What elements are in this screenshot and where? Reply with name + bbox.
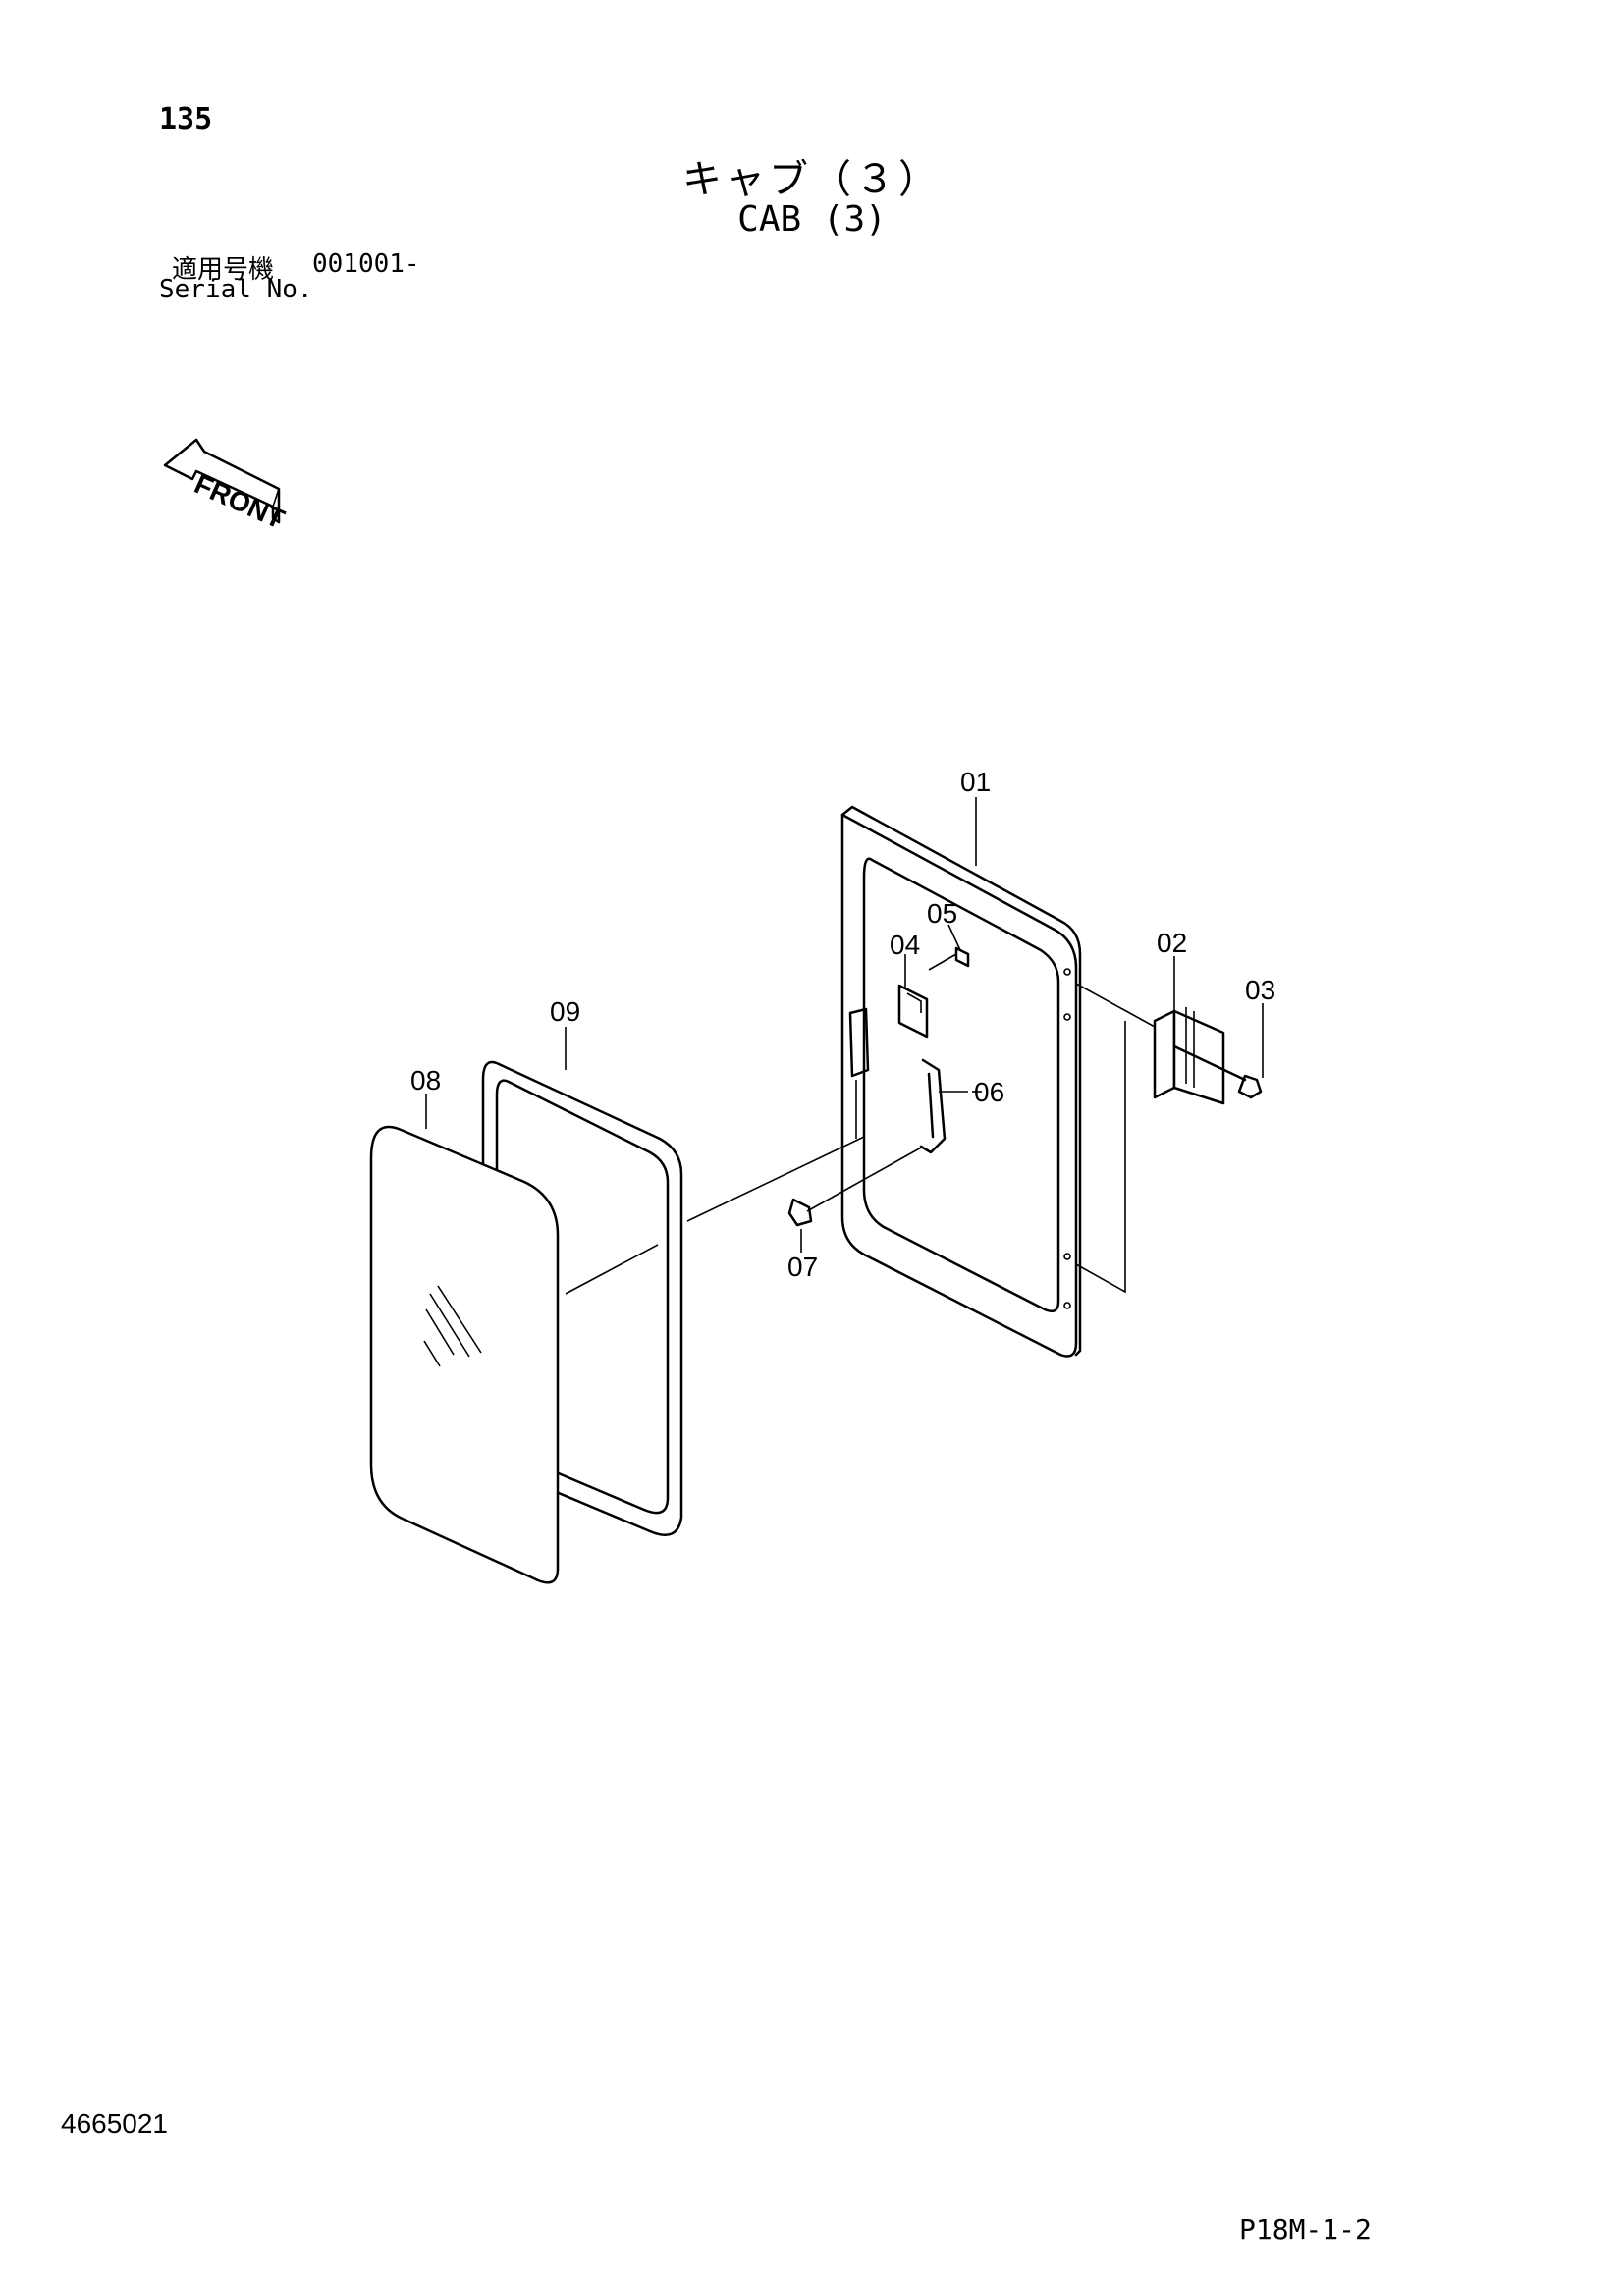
door-handle <box>919 1058 947 1154</box>
serial-label-english: Serial No. <box>159 275 313 304</box>
front-arrow-icon: FRONT <box>163 438 290 535</box>
sheet-reference: P18M-1-2 <box>1239 2214 1372 2246</box>
door-lock <box>897 984 929 1039</box>
serial-range: 001001- <box>312 249 420 279</box>
document-code: 4665021 <box>61 2109 169 2139</box>
lock-screw <box>928 946 970 971</box>
serial-label-japanese: 適用号機 <box>172 255 275 285</box>
part-label-01: 01 <box>960 767 991 797</box>
part-label-09: 09 <box>550 996 580 1027</box>
door-hinge <box>1153 1007 1225 1105</box>
part-label-03: 03 <box>1245 975 1275 1005</box>
window-glass <box>369 1125 560 1584</box>
hinge-bolt <box>1172 1044 1263 1099</box>
page-title-english: CAB (3) <box>737 199 887 240</box>
part-label-04: 04 <box>890 930 920 960</box>
part-label-07: 07 <box>787 1252 818 1282</box>
door-frame <box>840 805 1082 1358</box>
part-leader-lines <box>425 797 1264 1253</box>
part-label-02: 02 <box>1157 928 1187 958</box>
glass-weatherstrip <box>481 1060 683 1536</box>
page-title-japanese: キャブ（３） <box>682 157 942 202</box>
front-arrow-label: FRONT <box>190 468 290 535</box>
handle-screw <box>787 1146 924 1227</box>
page-number: 135 <box>159 102 213 136</box>
part-label-05: 05 <box>927 898 957 929</box>
part-label-06: 06 <box>974 1077 1004 1107</box>
part-label-08: 08 <box>410 1065 441 1095</box>
assembly-guide-lines <box>565 983 1156 1295</box>
